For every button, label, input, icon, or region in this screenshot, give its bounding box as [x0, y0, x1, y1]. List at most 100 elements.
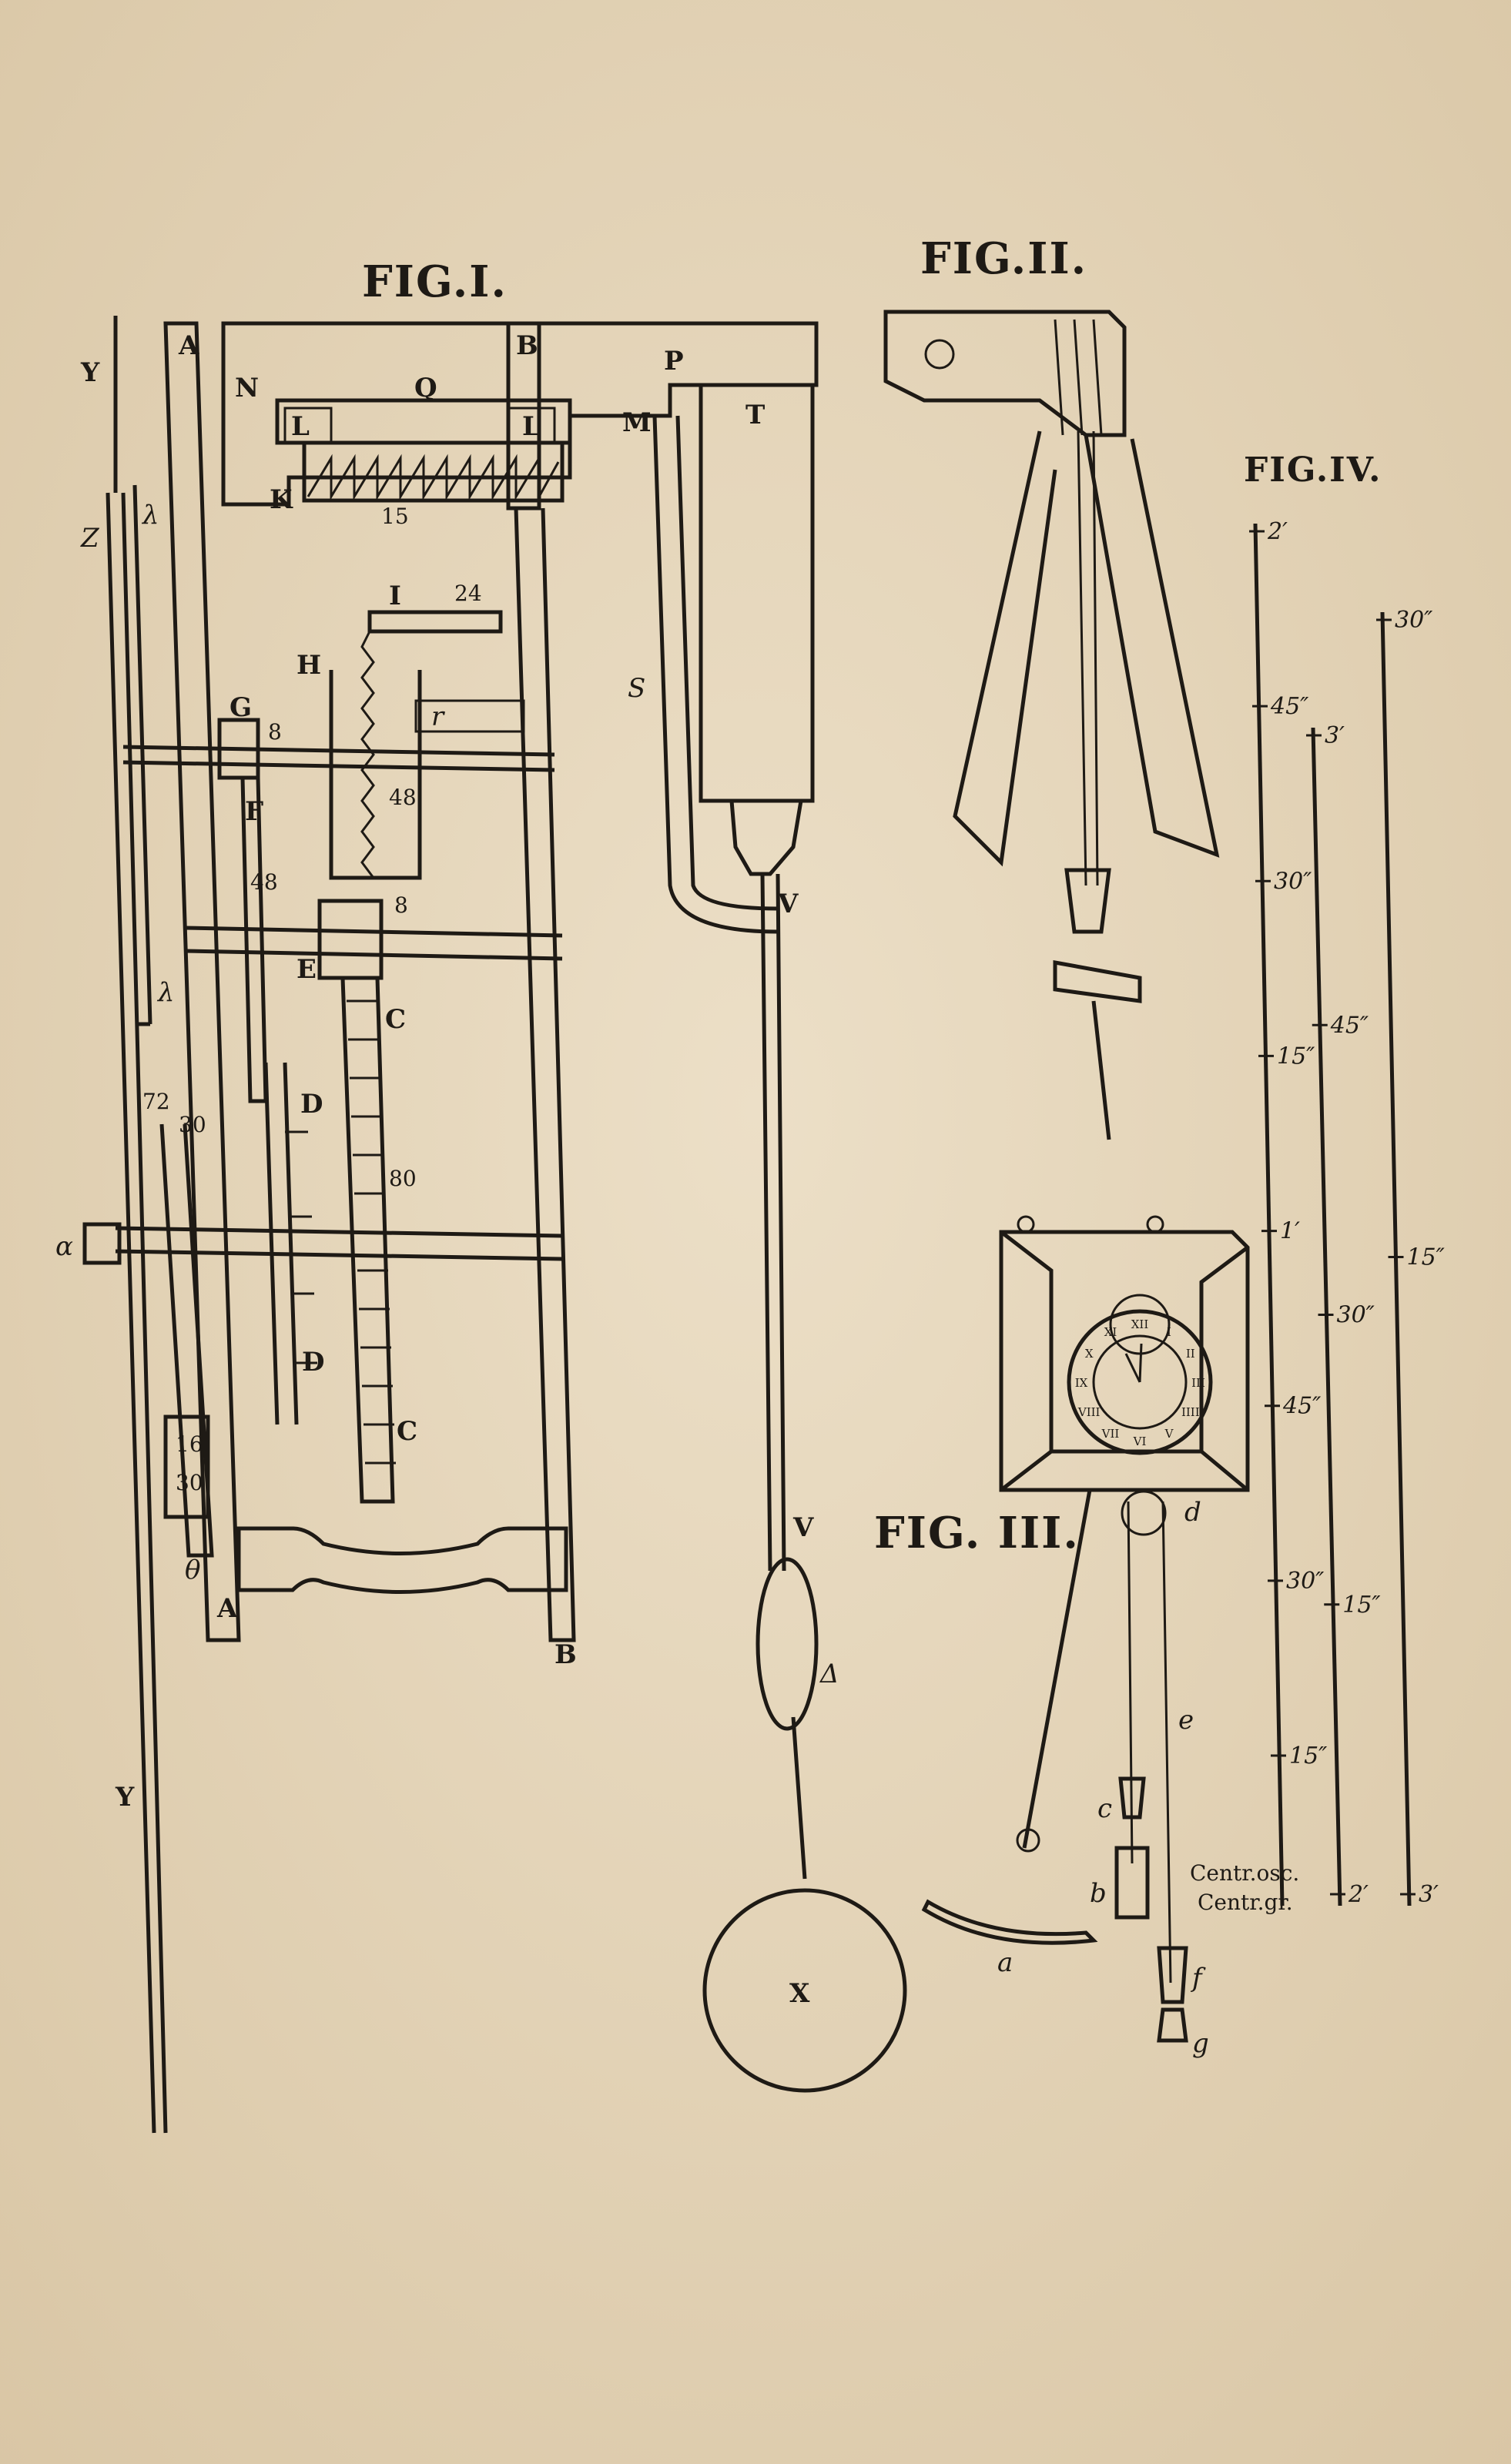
upper-arbor — [122, 745, 555, 772]
scale-tick-label: 30″ — [1286, 1568, 1325, 1595]
pallet-l-right — [507, 407, 556, 444]
dial-numeral: II — [1186, 1347, 1195, 1361]
suspension-clip — [729, 798, 803, 876]
clock-hands — [1124, 1343, 1143, 1383]
label-d2: D — [302, 1347, 324, 1378]
weight-g — [1157, 2007, 1188, 2043]
escapement-wheel-teeth — [307, 454, 560, 501]
bob-clamp — [1064, 868, 1111, 934]
fig3-label-e: e — [1178, 1705, 1194, 1736]
dial-numeral: IX — [1075, 1376, 1088, 1390]
crutch-s — [652, 415, 779, 934]
plate-a — [163, 321, 241, 1642]
num-30b: 30 — [176, 1470, 203, 1495]
label-s: S — [628, 673, 645, 704]
label-b-top: B — [516, 330, 538, 361]
great-wheel-teeth — [347, 999, 396, 1465]
scale-tick-label: 2′ — [1348, 1881, 1369, 1908]
label-lambda1: λ — [141, 500, 159, 531]
cycloidal-cheek-left — [953, 430, 1057, 867]
fig3-label-a: a — [997, 1947, 1013, 1978]
pinion-e — [317, 899, 384, 980]
fig2-rod — [1091, 1000, 1111, 1140]
label-v2: V — [792, 1512, 814, 1543]
rod-lambda — [132, 484, 152, 1026]
cock-slots — [1054, 319, 1103, 436]
label-m: M — [622, 407, 652, 438]
centre-oscillation-label: Centr.osc. — [1190, 1860, 1299, 1886]
rod-y — [106, 316, 168, 2134]
scale-line-1 — [1253, 523, 1285, 1907]
post-b — [514, 507, 576, 1642]
case-knob-right — [1146, 1215, 1164, 1234]
pendulum-bob-x — [702, 1888, 907, 2093]
fig3-label-d: d — [1184, 1497, 1201, 1528]
label-l1: L — [291, 411, 310, 442]
rack-h — [329, 610, 503, 880]
dial-numeral: VII — [1101, 1427, 1120, 1441]
scale-tick-label: 30″ — [1395, 607, 1433, 634]
num-8b: 8 — [394, 892, 408, 918]
label-g: G — [229, 692, 252, 723]
dial-numeral: X — [1085, 1347, 1094, 1361]
minute-tube — [163, 1414, 210, 1519]
num-24: 24 — [454, 581, 482, 606]
pulley-d — [1121, 1490, 1167, 1536]
cycloidal-cheek-right — [1084, 434, 1220, 858]
fig4-title: FIG.IV. — [1244, 450, 1382, 490]
scale-tick-label: 15″ — [1407, 1244, 1446, 1271]
label-k: K — [270, 484, 293, 515]
scale-line-2 — [1311, 727, 1342, 1907]
fig3-title: FIG. III. — [874, 1508, 1080, 1558]
count-marks — [285, 1130, 317, 1364]
label-z: Z — [80, 523, 100, 554]
pulley-cords — [1127, 1501, 1172, 1984]
label-b-bottom: B — [554, 1639, 577, 1670]
num-72: 72 — [142, 1089, 170, 1114]
scale-tick-label: 1′ — [1280, 1218, 1300, 1245]
dial-numeral: VIII — [1077, 1405, 1101, 1419]
clock-case — [999, 1230, 1250, 1492]
wheel-f — [240, 777, 268, 1103]
scale-tick-label: 45″ — [1330, 1012, 1369, 1039]
num-48a: 48 — [389, 785, 417, 810]
label-lambda2: λ — [156, 977, 175, 1008]
turned-pillar — [236, 1526, 568, 1594]
weight-c — [1118, 1776, 1146, 1820]
dial-numeral: XI — [1104, 1325, 1117, 1339]
arbor-end — [82, 1222, 122, 1265]
case-knob-left — [1017, 1215, 1035, 1234]
label-c2: C — [397, 1416, 417, 1447]
centre-gravity-label: Centr.gr. — [1198, 1890, 1293, 1915]
middle-arbor — [184, 926, 563, 961]
num-8a: 8 — [268, 719, 282, 745]
dial-numeral: XII — [1131, 1317, 1149, 1331]
fig3-label-g: g — [1192, 2028, 1209, 2059]
scale-3-ticks: 30″15″3′ — [1376, 607, 1446, 1908]
label-q: Q — [414, 373, 437, 403]
suspension-threads — [1077, 430, 1099, 886]
pinion-g — [217, 718, 260, 780]
scale-2-ticks: 3′45″30″15″2′ — [1306, 722, 1381, 1908]
dial-numeral: I — [1167, 1325, 1171, 1339]
num-16: 16 — [176, 1431, 203, 1457]
stop-r — [414, 699, 525, 733]
scale-tick-label: 30″ — [1337, 1302, 1375, 1329]
label-delta: Δ — [819, 1659, 839, 1689]
num-15: 15 — [381, 504, 409, 529]
dial-numeral: IIII — [1181, 1405, 1200, 1419]
clock-dial — [1067, 1309, 1213, 1455]
scale-tick-label: 15″ — [1289, 1743, 1328, 1769]
label-n: N — [235, 373, 259, 403]
label-y1: Y — [80, 357, 100, 388]
scale-tick-label: 45″ — [1270, 693, 1309, 720]
pointer-a — [921, 1899, 1098, 1945]
scale-line-3 — [1380, 611, 1412, 1907]
weight-f — [1157, 1946, 1188, 2004]
label-a-bottom: A — [216, 1593, 238, 1624]
dial-numeral: V — [1164, 1427, 1174, 1441]
escapement-housing — [275, 398, 572, 503]
count-plate-d — [263, 1062, 299, 1425]
